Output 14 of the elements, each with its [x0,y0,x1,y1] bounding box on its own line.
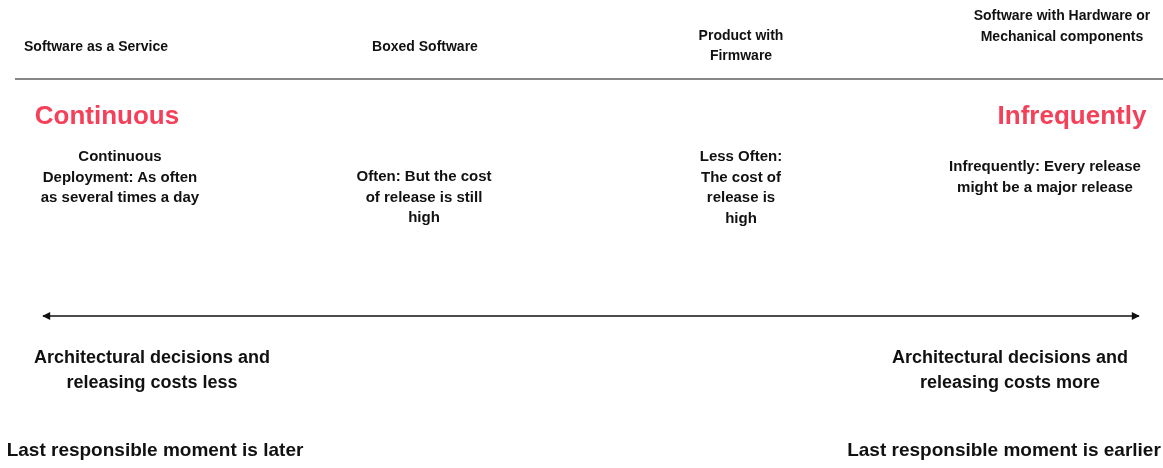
column-heading: Boxed Software [371,37,479,56]
column-heading: Product with Firmware [697,26,785,65]
column-heading: Software as a Service [23,37,169,56]
cost-note: Architectural decisions and releasing costs less [32,346,272,394]
description-text: Often: But the cost of release is still high [355,166,493,227]
description-text: Infrequently: Every release might be a major release [948,156,1142,197]
cost-note: Architectural decisions and releasing costs more [890,346,1130,394]
description-text: Continuous Deployment: As often as several times a day [40,146,200,207]
scale-end-label: Infrequently [996,99,1148,131]
scale-end-label: Continuous [33,99,181,131]
column-heading: Software with Hardware or Mechanical components [972,6,1152,46]
description-text: Less Often: The cost of release is high [698,146,784,228]
moment-note: Last responsible moment is later [5,438,305,462]
moment-note: Last responsible moment is earlier [846,438,1162,462]
